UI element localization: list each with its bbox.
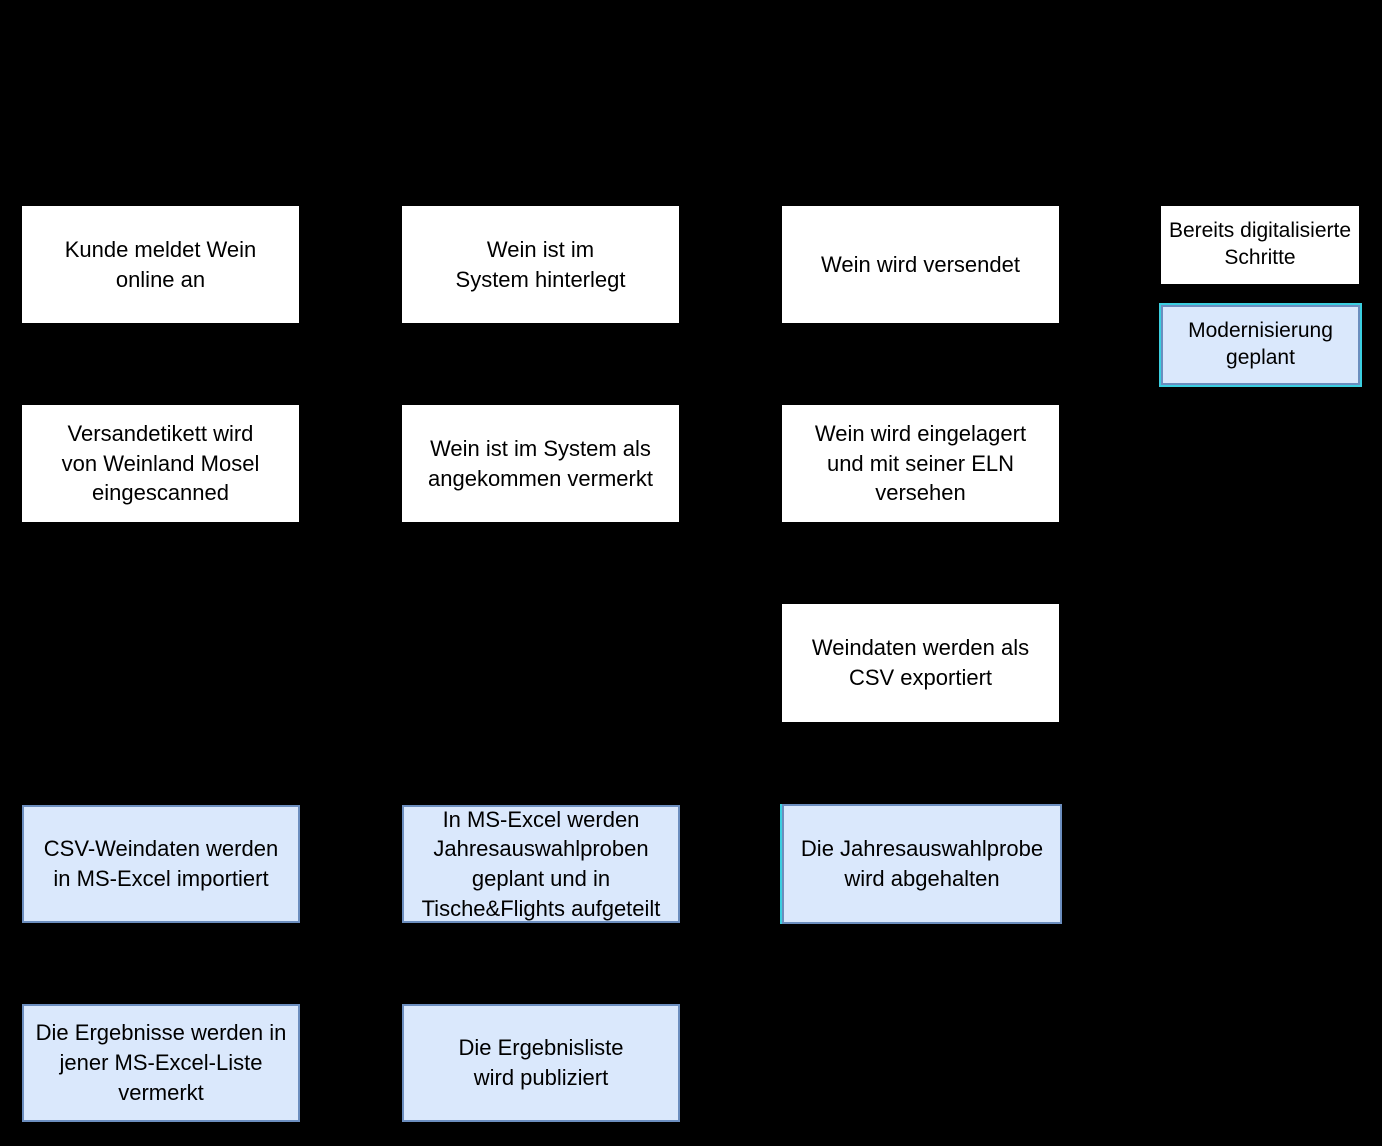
node-ergebnisliste-publiziert-label: Die Ergebnisliste wird publiziert [458,1035,624,1090]
node-jahresauswahlprobe-abgehalten-label: Die Jahresauswahlprobe wird abgehalten [800,836,1044,891]
legend-bereits-digitalisierte-schritte-label: Bereits digitalisierte Schritte [1168,219,1352,269]
node-ergebnisliste-publiziert[interactable]: Die Ergebnisliste wird publiziert [402,1004,680,1122]
node-jahresauswahlprobe-abgehalten[interactable]: Die Jahresauswahlprobe wird abgehalten [780,804,1062,924]
node-wein-angekommen-vermerkt-label: Wein ist im System als angekommen vermer… [428,435,653,491]
node-wein-eingelagert-eln[interactable]: Wein wird eingelagert und mit seiner ELN… [782,405,1059,522]
node-ergebnisse-excel-vermerkt[interactable]: Die Ergebnisse werden in jener MS-Excel-… [22,1004,300,1122]
node-excel-jahresauswahlproben-planung[interactable]: In MS-Excel werden Jahresauswahlproben g… [402,805,680,923]
node-wein-im-system-hinterlegt[interactable]: Wein ist im System hinterlegt [402,206,679,323]
node-versandetikett-eingescanned[interactable]: Versandetikett wird von Weinland Mosel e… [22,405,299,522]
node-wein-wird-versendet[interactable]: Wein wird versendet [782,206,1059,323]
legend-bereits-digitalisierte-schritte[interactable]: Bereits digitalisierte Schritte [1161,206,1359,284]
node-wein-angekommen-vermerkt[interactable]: Wein ist im System als angekommen vermer… [402,405,679,522]
node-kunde-meldet-wein-label: Kunde meldet Wein online an [64,236,257,292]
node-weindaten-csv-export[interactable]: Weindaten werden als CSV exportiert [782,604,1059,722]
node-wein-eingelagert-eln-label: Wein wird eingelagert und mit seiner ELN… [814,420,1027,506]
node-wein-im-system-hinterlegt-label: Wein ist im System hinterlegt [455,236,626,292]
legend-modernisierung-geplant-label: Modernisierung geplant [1188,319,1333,369]
node-weindaten-csv-export-label: Weindaten werden als CSV exportiert [811,635,1030,690]
node-csv-weindaten-excel-import[interactable]: CSV-Weindaten werden in MS-Excel importi… [22,805,300,923]
node-wein-wird-versendet-label: Wein wird versendet [821,251,1020,277]
node-kunde-meldet-wein[interactable]: Kunde meldet Wein online an [22,206,299,323]
legend-modernisierung-geplant[interactable]: Modernisierung geplant [1159,303,1362,387]
node-csv-weindaten-excel-import-label: CSV-Weindaten werden in MS-Excel importi… [43,836,279,891]
node-excel-jahresauswahlproben-planung-label: In MS-Excel werden Jahresauswahlproben g… [421,806,661,921]
node-versandetikett-eingescanned-label: Versandetikett wird von Weinland Mosel e… [61,420,260,506]
node-ergebnisse-excel-vermerkt-label: Die Ergebnisse werden in jener MS-Excel-… [35,1020,287,1105]
